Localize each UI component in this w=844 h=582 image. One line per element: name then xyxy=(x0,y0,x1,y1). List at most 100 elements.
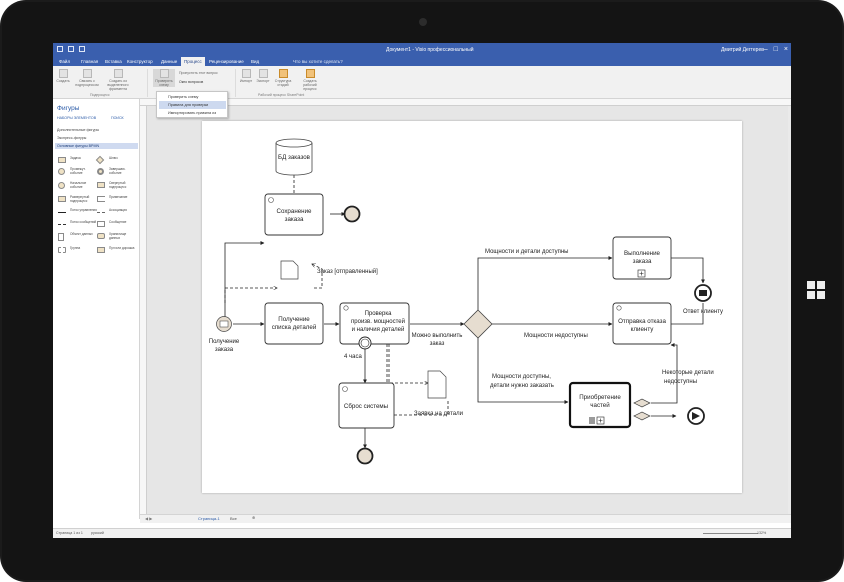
check-diagram-button[interactable]: Проверить схему xyxy=(153,69,175,87)
data-object-request xyxy=(427,370,447,399)
stencil-bpmn[interactable]: Основные фигуры BPMN xyxy=(55,143,138,149)
maximize-icon[interactable]: □ xyxy=(773,46,778,53)
undo-icon[interactable] xyxy=(68,46,74,52)
subprocess-execute-label-1: Выполнение xyxy=(624,250,661,257)
sheet-tab-page1[interactable]: Страница-1 xyxy=(198,516,220,521)
windows-logo-icon[interactable] xyxy=(807,281,825,299)
add-sheet-icon[interactable]: ⊕ xyxy=(252,515,256,520)
tab-stencils[interactable]: НАБОРЫ ЭЛЕМЕНТОВ xyxy=(57,116,97,120)
sheet-tab-all[interactable]: Все xyxy=(230,516,237,521)
request-label: Заявка на детали xyxy=(414,411,463,417)
envelope-icon xyxy=(219,320,229,328)
subprocess-buy-label-1: Приобретение xyxy=(579,394,621,401)
signal-icon xyxy=(692,412,700,420)
end-event-top xyxy=(343,205,361,223)
shapes-title: Фигуры xyxy=(57,105,80,112)
tab-file[interactable]: Файл xyxy=(59,59,71,64)
task-check-label-1: Проверка xyxy=(365,311,393,317)
task-check-capacity xyxy=(339,302,410,345)
tab-insert[interactable]: Вставка xyxy=(105,59,122,64)
export-button[interactable]: Экспорт xyxy=(256,69,270,83)
conditional-flow-bottom xyxy=(633,411,651,421)
task-get-list-label-2: списка деталей xyxy=(272,324,317,331)
tab-process[interactable]: Процесс xyxy=(181,57,205,66)
group-sharepoint: Рабочий процесс SharePoint xyxy=(258,93,305,97)
camera xyxy=(419,18,427,26)
quick-access-toolbar xyxy=(57,46,85,52)
task-check-label-2: произв. мощностей xyxy=(351,318,405,325)
task-save-order-label-1: Сохранение xyxy=(277,208,313,215)
tab-home[interactable]: Главная xyxy=(81,59,99,64)
screen: Документ1 - Visio профессиональный Дмитр… xyxy=(53,43,791,538)
stencil-more-shapes[interactable]: Дополнительные фигуры xyxy=(57,128,100,132)
flow-available-label: Мощности и детали доступны xyxy=(485,249,568,255)
save-icon[interactable] xyxy=(57,46,63,52)
subprocess-buy-parts xyxy=(568,381,632,429)
drawing-page[interactable]: БД заказов Сохранение заказа Заказ [отпр… xyxy=(202,121,742,493)
tell-me-box[interactable]: Что вы хотите сделать? xyxy=(293,59,343,64)
gear-icon xyxy=(268,197,274,203)
start-event-label-2: заказа xyxy=(215,347,234,353)
database-label: БД заказов xyxy=(278,154,311,161)
user-icon xyxy=(343,305,349,311)
task-reset-label: Сброс системы xyxy=(344,403,389,410)
subprocess-buy-label-2: частей xyxy=(590,402,610,409)
stencil-quick-shapes[interactable]: Экспресс-фигуры xyxy=(57,136,87,140)
import-button[interactable]: Импорт xyxy=(239,69,253,83)
prev-sheet-icon[interactable]: ◀ ▶ xyxy=(145,516,153,521)
close-icon[interactable]: × xyxy=(783,46,788,53)
tab-view[interactable]: Вид xyxy=(251,59,260,64)
menu-item-import-rules[interactable]: Импортировать правила из xyxy=(168,111,217,115)
conditional-flow-top xyxy=(633,398,651,408)
timer-label: 4 часа xyxy=(344,354,362,360)
user-name[interactable]: Дмитрий Дегтерев xyxy=(721,47,764,53)
tab-search[interactable]: ПОИСК xyxy=(111,116,124,120)
message-icon xyxy=(699,290,707,296)
tab-data[interactable]: Данные xyxy=(161,59,178,64)
gear-icon xyxy=(342,386,348,392)
exclusive-gateway xyxy=(463,309,493,339)
database-shape xyxy=(275,138,313,176)
page-indicator[interactable]: Страница 1 из 1 xyxy=(56,531,83,535)
create-from-selection-button[interactable]: Создать из выделенного фрагмента xyxy=(103,69,133,91)
subprocess-execute-label-2: заказа xyxy=(633,258,652,265)
end-event-bottom xyxy=(356,447,374,465)
document-title: Документ1 - Visio профессиональный xyxy=(386,47,474,53)
stage-structure-button[interactable]: Структура стадий xyxy=(272,69,294,87)
start-event-label-1: Получение xyxy=(209,339,240,345)
flow-need-buy-label-2: детали нужно заказать xyxy=(490,383,554,389)
menu-item-check-diagram[interactable]: Проверить схему xyxy=(168,95,199,99)
task-send-reject xyxy=(612,302,672,345)
create-subprocess-button[interactable]: Создать xyxy=(56,69,70,83)
minimize-icon[interactable]: – xyxy=(763,46,768,53)
link-subprocess-button[interactable]: Связать с подпроцессом xyxy=(75,69,99,87)
language-indicator: русский xyxy=(91,531,104,535)
subprocess-execute xyxy=(612,236,672,280)
shapes-pane: Фигуры НАБОРЫ ЭЛЕМЕНТОВ ПОИСК Дополнител… xyxy=(53,99,140,519)
task-save-order xyxy=(264,193,324,236)
vertical-ruler xyxy=(140,106,147,514)
redo-icon[interactable] xyxy=(79,46,85,52)
order-sent-label: Заказ [отправленный] xyxy=(317,268,378,275)
tab-design[interactable]: Конструктор xyxy=(127,59,153,64)
bpmn-diagram: БД заказов Сохранение заказа Заказ [отпр… xyxy=(209,138,723,465)
task-get-list xyxy=(264,302,324,345)
zoom-slider[interactable] xyxy=(703,533,758,534)
sheet-tabs-bar: ◀ ▶ Страница-1 Все ⊕ xyxy=(140,514,791,523)
ignore-issue-button[interactable]: Пропустить этот вопрос xyxy=(179,71,218,75)
user-icon xyxy=(616,305,622,311)
create-workflow-button[interactable]: Создать рабочий процесс xyxy=(297,69,323,91)
window-controls: – □ × xyxy=(764,45,788,54)
task-reject-label-2: клиенту xyxy=(631,326,655,333)
vertical-scrollbar[interactable] xyxy=(788,106,791,514)
menu-item-rules[interactable]: Правила для проверки xyxy=(159,101,226,109)
tab-review[interactable]: Рецензирование xyxy=(209,59,244,64)
gateway-label-2: заказ xyxy=(430,341,445,347)
horizontal-ruler xyxy=(140,99,791,106)
zoom-level[interactable]: 132% xyxy=(757,531,767,535)
reply-label: Ответ клиенту xyxy=(683,309,723,315)
issues-window-button[interactable]: Окно вопросов xyxy=(179,80,204,84)
check-diagram-menu: Проверить схему Правила для проверки Имп… xyxy=(156,91,228,118)
status-bar: Страница 1 из 1 русский 132% xyxy=(53,528,791,538)
